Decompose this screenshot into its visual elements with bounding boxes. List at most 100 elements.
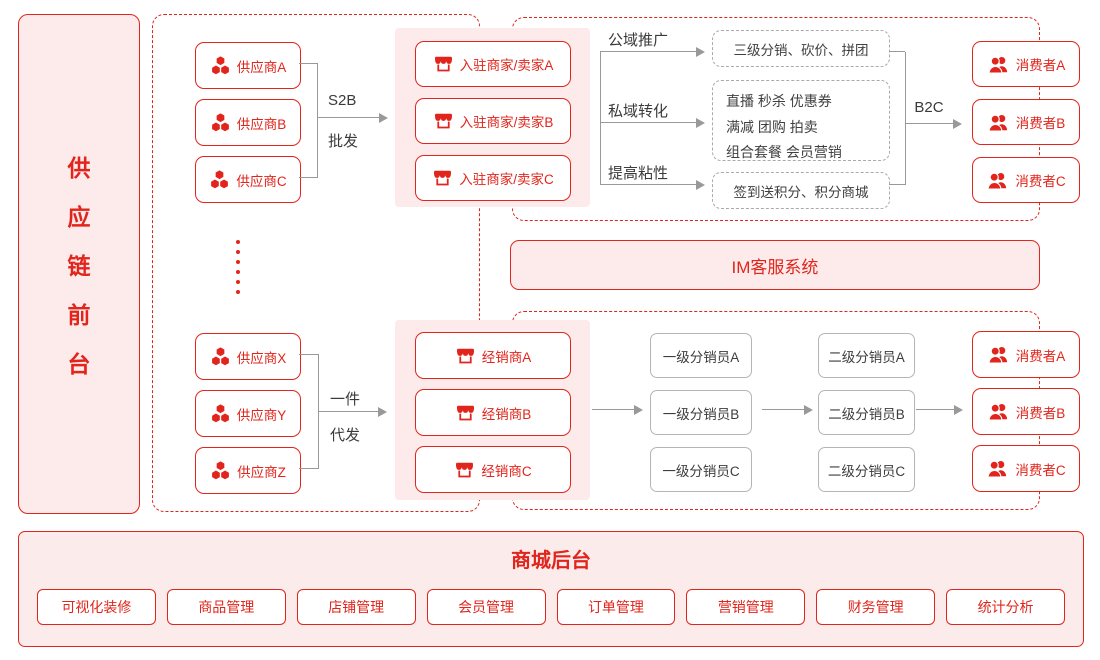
connector-line xyxy=(592,409,634,410)
users-icon xyxy=(988,55,1008,74)
im-system-label: IM客服系统 xyxy=(731,257,819,277)
consumer-c-node: 消费者C xyxy=(972,157,1080,203)
connector-line xyxy=(317,63,318,178)
consumer-a-node: 消费者A xyxy=(972,41,1080,87)
connector-line xyxy=(600,184,696,185)
hexagon-cluster-icon xyxy=(211,56,229,75)
connector-line xyxy=(762,409,804,410)
storefront-icon xyxy=(433,112,453,129)
promo-text-line: 组合套餐 会员营销 xyxy=(726,144,842,160)
level1-distributor-c-node: 一级分销员C xyxy=(650,447,752,492)
sidebar-char: 供 xyxy=(67,155,91,181)
node-label: 供应商A xyxy=(236,59,287,75)
promo-text-line: 满减 团购 拍卖 xyxy=(726,118,818,135)
connector-line xyxy=(905,52,906,185)
storefront-icon xyxy=(433,55,453,72)
backend-module-row: 可视化装修 商品管理 店铺管理 会员管理 订单管理 营销管理 财务管理 统计分析 xyxy=(37,589,1065,625)
node-label: 一级分销员A xyxy=(662,349,740,365)
b2c-label: B2C xyxy=(914,99,944,116)
connector-line xyxy=(318,411,378,412)
consumer-a-node-bottom: 消费者A xyxy=(972,331,1080,378)
arrowhead-icon xyxy=(634,405,643,415)
arrowhead-icon xyxy=(804,405,813,415)
merchant-c-node: 入驻商家/卖家C xyxy=(415,155,571,201)
node-label: 消费者B xyxy=(1015,405,1066,421)
arrowhead-icon xyxy=(696,180,705,190)
connector-line xyxy=(889,184,905,185)
mall-backend-panel: 商城后台 可视化装修 商品管理 店铺管理 会员管理 订单管理 营销管理 财务管理… xyxy=(18,531,1084,647)
connector-line xyxy=(299,468,318,469)
node-label: 供应商X xyxy=(236,350,287,366)
supplier-z-node: 供应商Z xyxy=(195,447,301,494)
users-icon xyxy=(988,113,1008,132)
connector-line xyxy=(600,52,601,185)
dropship-label-1: 一件 xyxy=(330,391,361,408)
node-label: 消费者C xyxy=(1015,174,1066,189)
supplier-b-node: 供应商B xyxy=(195,99,301,146)
consumer-b-node-bottom: 消费者B xyxy=(972,388,1080,435)
hexagon-cluster-icon xyxy=(211,347,229,366)
supplier-y-node: 供应商Y xyxy=(195,390,301,437)
node-label: 入驻商家/卖家B xyxy=(459,115,554,130)
module-finance-management: 财务管理 xyxy=(816,589,936,625)
arrowhead-icon xyxy=(378,407,387,417)
node-label: 消费者B xyxy=(1015,116,1066,131)
sidebar-char: 台 xyxy=(67,351,91,377)
node-label: 供应商C xyxy=(236,173,287,189)
module-statistics-analysis: 统计分析 xyxy=(946,589,1065,625)
arrowhead-icon xyxy=(379,113,388,123)
hexagon-cluster-icon xyxy=(211,170,229,189)
storefront-icon xyxy=(455,404,475,420)
arrowhead-icon xyxy=(953,119,962,129)
supplier-c-node: 供应商C xyxy=(195,156,301,203)
connector-line xyxy=(600,122,696,123)
promo-text: 签到送积分、积分商城 xyxy=(733,184,869,200)
dealer-b-node: 经销商B xyxy=(415,389,571,436)
connector-line xyxy=(916,409,954,410)
module-shop-management: 店铺管理 xyxy=(296,589,416,625)
users-icon xyxy=(988,403,1008,421)
node-label: 二级分销员A xyxy=(828,349,905,365)
users-icon xyxy=(988,346,1008,364)
arrowhead-icon xyxy=(954,405,963,415)
connector-line xyxy=(889,51,905,52)
connector-line xyxy=(299,354,318,355)
connector-line xyxy=(299,63,317,64)
promo-box-marketing: 直播 秒杀 优惠券 满减 团购 拍卖 组合套餐 会员营销 xyxy=(712,80,890,161)
storefront-icon xyxy=(433,169,453,186)
s2b-label: S2B xyxy=(328,92,357,109)
promo-box-distribution: 三级分销、砍价、拼团 xyxy=(712,30,890,67)
storefront-icon xyxy=(455,461,475,477)
consumer-b-node: 消费者B xyxy=(972,99,1080,145)
hexagon-cluster-icon xyxy=(212,461,230,480)
module-product-management: 商品管理 xyxy=(166,589,286,625)
hexagon-cluster-icon xyxy=(211,404,229,423)
module-visual-decoration: 可视化装修 xyxy=(37,589,156,625)
node-label: 一级分销员B xyxy=(662,406,740,422)
dealer-c-node: 经销商C xyxy=(415,446,571,493)
ellipsis-dots xyxy=(236,240,240,294)
storefront-icon xyxy=(455,347,475,363)
public-domain-label: 公域推广 xyxy=(608,32,669,49)
hexagon-cluster-icon xyxy=(211,113,229,132)
merchant-b-node: 入驻商家/卖家B xyxy=(415,98,571,144)
dropship-label-2: 代发 xyxy=(330,427,361,444)
sidebar-char: 前 xyxy=(67,302,91,328)
level2-distributor-a-node: 二级分销员A xyxy=(818,333,915,378)
node-label: 供应商Y xyxy=(236,407,287,423)
im-service-system-box: IM客服系统 xyxy=(510,240,1040,290)
sidebar-supply-chain-frontend: 供 应 链 前 台 xyxy=(18,14,140,514)
private-domain-label: 私域转化 xyxy=(608,103,669,120)
supplier-x-node: 供应商X xyxy=(195,333,301,380)
node-label: 二级分销员C xyxy=(827,463,906,479)
level1-distributor-b-node: 一级分销员B xyxy=(650,390,752,435)
wholesale-label: 批发 xyxy=(328,133,359,150)
node-label: 二级分销员B xyxy=(828,406,905,422)
users-icon xyxy=(987,460,1008,478)
module-order-management: 订单管理 xyxy=(556,589,676,625)
arrowhead-icon xyxy=(696,47,705,57)
connector-line xyxy=(299,177,317,178)
node-label: 入驻商家/卖家C xyxy=(459,172,554,187)
node-label: 消费者C xyxy=(1015,462,1066,478)
